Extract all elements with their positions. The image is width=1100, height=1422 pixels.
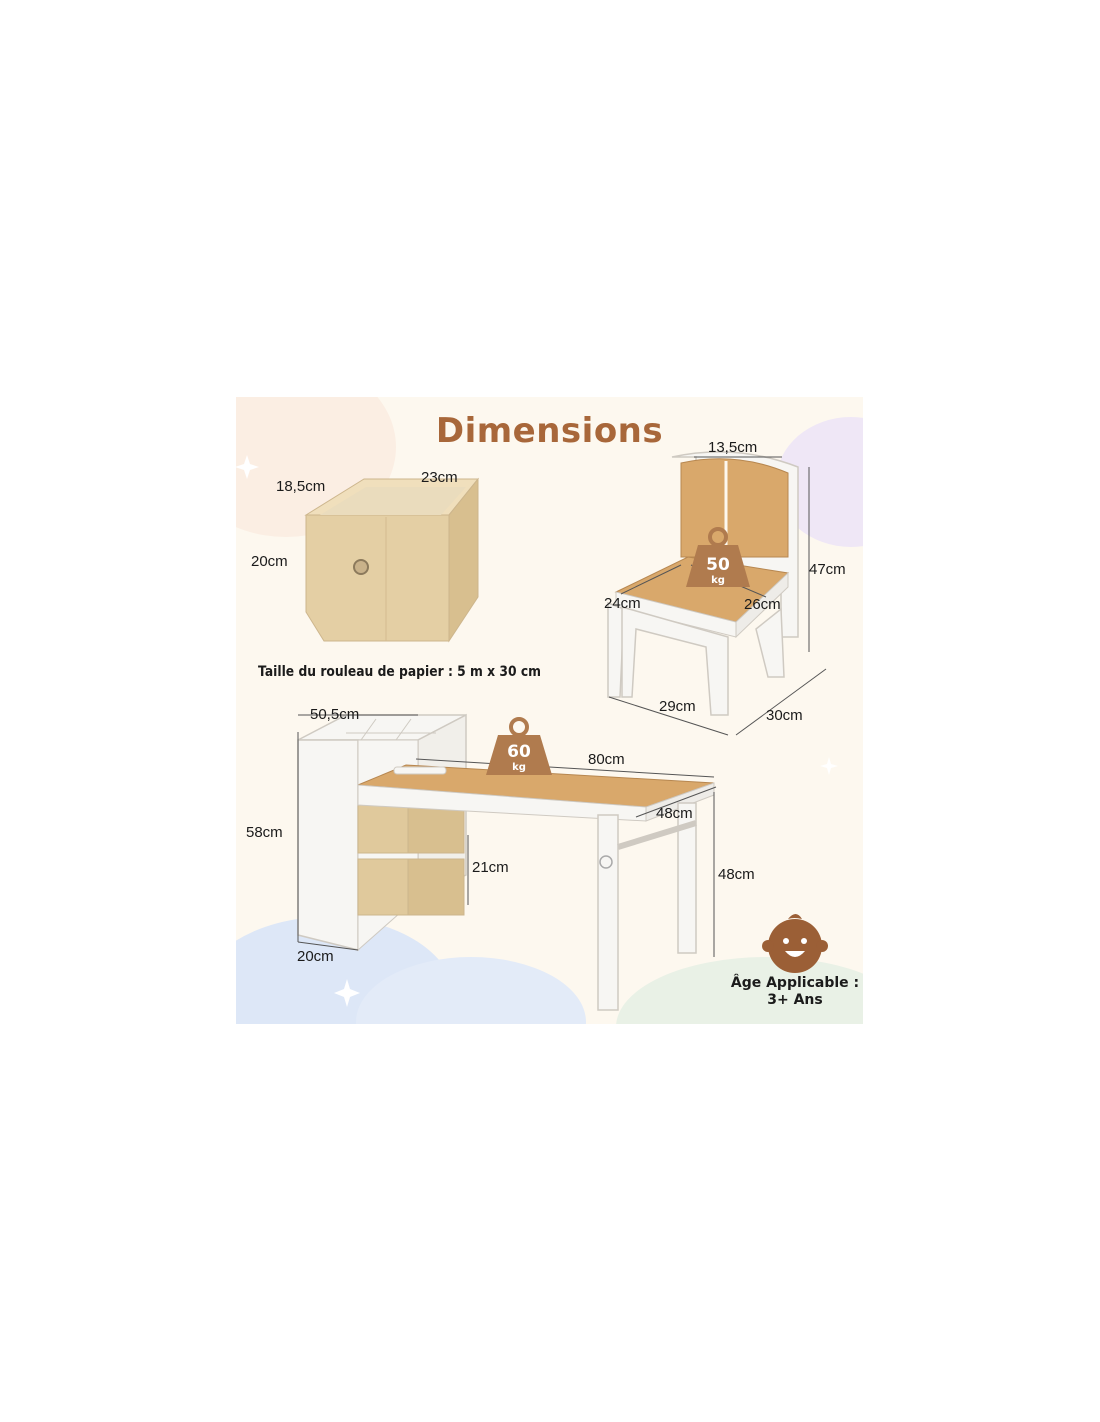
shelf-height-label: 58cm	[246, 824, 283, 841]
illustration: 50 kg	[236, 451, 838, 1011]
chair-seat-width-label: 24cm	[604, 595, 641, 612]
age-label: Âge Applicable :	[730, 975, 860, 991]
table-height-label: 48cm	[718, 866, 755, 883]
chair-seat-depth-label: 26cm	[744, 596, 781, 613]
age-applicable: Âge Applicable : 3+ Ans	[722, 975, 863, 1009]
page-title: Dimensions	[435, 411, 664, 451]
shelf-width-label: 50,5cm	[310, 706, 360, 723]
table-depth-label: 48cm	[656, 805, 693, 822]
table-length-label: 80cm	[588, 751, 625, 768]
sparkle-icon	[334, 979, 360, 1007]
cube-height-label: 21cm	[472, 859, 509, 876]
table-load-unit: kg	[512, 762, 526, 773]
box-depth-label: 18,5cm	[276, 478, 326, 495]
chair-illustration	[607, 451, 827, 736]
box-width-label: 23cm	[421, 469, 458, 486]
age-value: 3+ Ans	[767, 992, 823, 1008]
table-load-value: 60	[507, 742, 531, 762]
baby-face-icon	[762, 914, 828, 973]
product-dimensions-panel: 50 kg	[236, 397, 863, 1024]
chair-backrest-width-label: 13,5cm	[708, 439, 758, 456]
sparkle-icon	[820, 757, 838, 775]
box-height-label: 20cm	[251, 553, 288, 570]
paper-roll-note: Taille du rouleau de papier : 5 m x 30 c…	[258, 664, 541, 680]
chair-base-width-label: 29cm	[659, 698, 696, 715]
chair-load-value: 50	[706, 555, 730, 575]
shelf-depth-label: 20cm	[297, 948, 334, 965]
chair-base-depth-label: 30cm	[766, 707, 803, 724]
storage-box-illustration	[304, 477, 480, 643]
chair-load-unit: kg	[711, 575, 725, 586]
weight-icon: 60 kg	[486, 717, 552, 775]
table-illustration	[297, 713, 717, 1011]
weight-icon: 50 kg	[686, 527, 750, 587]
chair-height-label: 47cm	[809, 561, 846, 578]
sparkle-icon	[236, 455, 259, 479]
